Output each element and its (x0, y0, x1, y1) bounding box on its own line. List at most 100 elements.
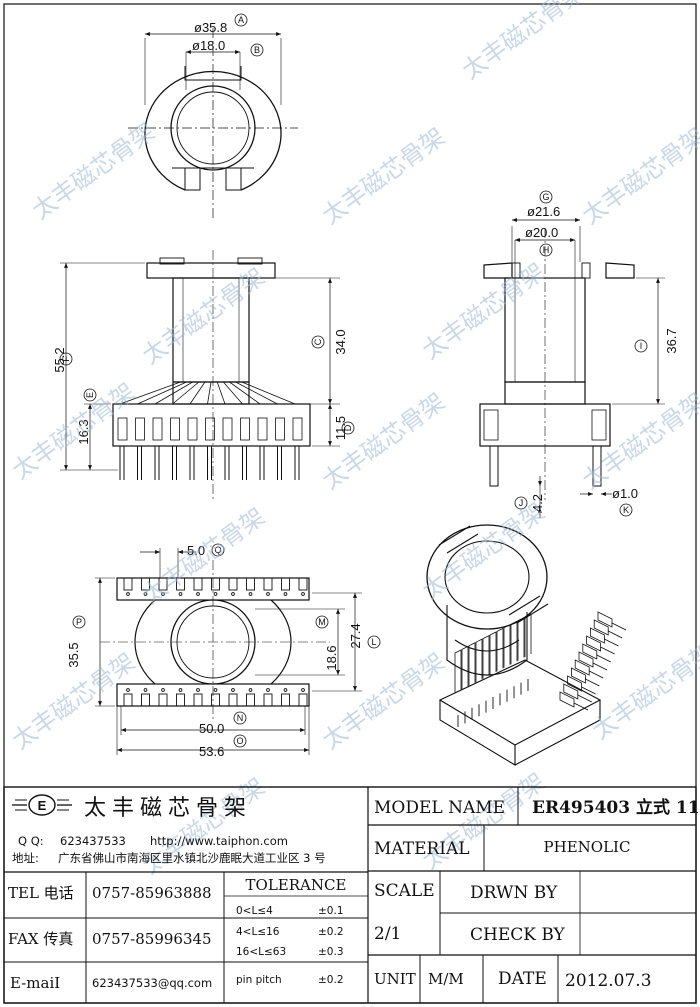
iso-fin-left (489, 631, 497, 675)
iso-pin-right (581, 686, 596, 695)
email-label: E-maiI (10, 974, 60, 992)
ref-g: G (542, 192, 549, 202)
tol-range-1: 0<L≤4 (236, 905, 273, 917)
bottom-notch-bottom (246, 693, 255, 707)
scale-label: SCALE (374, 881, 435, 901)
front-slot (205, 417, 215, 441)
svg-text:E: E (38, 798, 47, 813)
iso-pin-right (611, 622, 627, 631)
iso-pin-right (573, 702, 589, 711)
iso-fin-right (582, 643, 598, 660)
front-fin (241, 381, 296, 405)
watermark-text: 太丰磁芯骨架 (137, 263, 270, 370)
front-slot (292, 417, 303, 441)
dim-total-length: 53.6 (199, 744, 224, 759)
front-slot (187, 417, 198, 441)
ref-j: J (519, 498, 524, 508)
tol-value-4: ±0.2 (318, 974, 344, 986)
bottom-notch-bottom (263, 693, 273, 707)
ref-i: I (640, 341, 643, 351)
bottom-notch-bottom (193, 693, 203, 707)
dim-bottom-outer: 27.4 (348, 623, 363, 648)
iso-fin-left (461, 645, 469, 690)
iso-fin-left (475, 638, 483, 683)
front-slot (135, 417, 145, 441)
bottom-notch-top (298, 577, 308, 591)
watermark-text: 太丰磁芯骨架 (27, 118, 160, 225)
watermark-text: 太丰磁芯骨架 (417, 498, 550, 605)
front-slot (275, 417, 285, 441)
ref-c: C (313, 338, 323, 345)
ref-l: L (371, 637, 376, 647)
company-name: 太丰磁芯骨架 (84, 796, 252, 821)
iso-fin-left (503, 624, 511, 668)
ref-o: O (236, 736, 243, 746)
iso-fin-left (510, 620, 518, 665)
unit-value: M/M (428, 970, 464, 988)
bottom-pin-bottom (231, 688, 235, 692)
watermark-text: 太丰磁芯骨架 (577, 123, 700, 230)
fax-label: FAX 传真 (8, 930, 73, 948)
iso-fin-right (571, 667, 586, 684)
front-fin (137, 381, 187, 405)
tol-range-4: pin pitch (236, 974, 282, 986)
tel-value: 0757-85963888 (92, 884, 212, 902)
ref-h: H (543, 245, 550, 255)
front-slot (152, 417, 163, 441)
front-fin (229, 381, 261, 405)
bottom-notch-top (176, 577, 185, 591)
model-value: ER495403 立式 11+11 (532, 797, 700, 818)
dim-base-height: 16.3 (76, 419, 91, 444)
tolerance-title: TOLERANCE (246, 876, 347, 894)
bottom-pin-bottom (266, 688, 270, 692)
iso-fin-right (593, 619, 609, 636)
email-value: 623437533@qq.com (92, 976, 212, 990)
front-fin (207, 381, 212, 405)
iso-fin-right (574, 659, 590, 676)
bottom-pin-bottom (248, 688, 253, 692)
watermark-text: 太丰磁芯骨架 (317, 123, 450, 230)
front-fin (216, 381, 226, 405)
ref-d: D (343, 424, 353, 431)
ref-k: K (623, 505, 629, 515)
date-label: DATE (498, 969, 547, 989)
material-label: MATERIAL (374, 839, 470, 859)
qq-label: Q Q: (18, 834, 44, 848)
bottom-pin-bottom (283, 688, 288, 692)
front-slot (257, 417, 268, 441)
tol-value-3: ±0.3 (318, 946, 344, 958)
bottom-pin-bottom (143, 688, 148, 692)
bottom-pin-bottom (161, 688, 165, 692)
iso-pin-right (600, 646, 615, 655)
tol-range-2: 4<L≤16 (236, 926, 280, 938)
bottom-notch-top (123, 577, 133, 591)
iso-fin-right (586, 635, 601, 652)
dim-pin-dia: ø1.0 (612, 486, 638, 501)
bottom-pin-top (283, 592, 288, 596)
dim-pitch: 5.0 (187, 543, 205, 558)
ref-a: A (238, 15, 244, 25)
iso-fin-right (590, 627, 605, 644)
bottom-notch-bottom (298, 693, 308, 707)
front-slot (222, 417, 233, 441)
scale-value: 2/1 (374, 924, 401, 944)
watermark-text: 太丰磁芯骨架 (137, 503, 270, 610)
tel-label: TEL 电话 (8, 884, 74, 902)
bottom-notch-top (228, 577, 238, 591)
dim-total-height: 55.2 (52, 347, 67, 372)
address-label: 地址: (12, 851, 39, 865)
model-label: MODEL NAME (374, 798, 505, 818)
iso-pin-right (592, 662, 608, 671)
bottom-notch-top (141, 577, 150, 591)
bottom-notch-bottom (281, 693, 290, 707)
iso-pin-right (607, 630, 623, 639)
front-slot (117, 417, 128, 441)
bottom-notch-top (263, 577, 273, 591)
front-slot (170, 417, 180, 441)
bottom-pin-bottom (196, 688, 200, 692)
title-block (3, 786, 697, 1004)
iso-fin-right (563, 683, 579, 700)
unit-label: UNIT (374, 970, 416, 988)
iso-pin-right (596, 654, 612, 663)
iso-fin-right (597, 611, 613, 628)
